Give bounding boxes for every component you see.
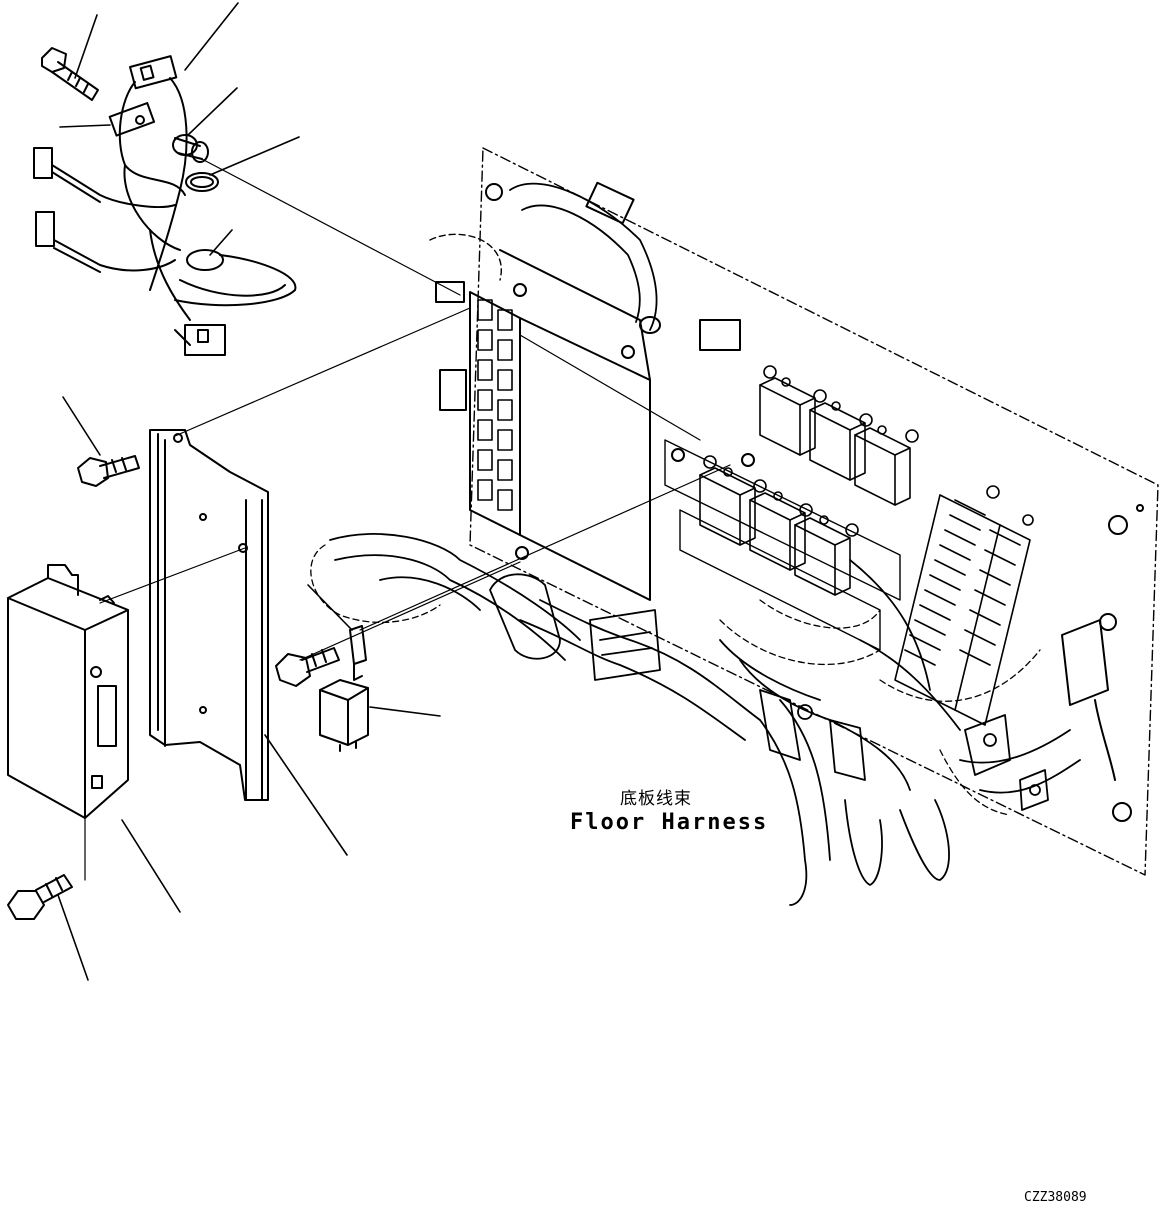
leader-lines <box>58 3 440 980</box>
controller-box <box>8 565 128 818</box>
floor-harness-label-cn: 底板线束 <box>620 789 692 809</box>
bolt-bottom-icon <box>8 875 72 919</box>
relay-panel <box>311 148 1158 905</box>
bolt-left-icon <box>78 456 139 486</box>
bolt-middle-icon <box>276 648 339 686</box>
sub-harness <box>34 48 295 355</box>
bolt-top-icon <box>42 48 98 100</box>
floor-harness-label-en: Floor Harness <box>570 810 769 835</box>
relay <box>320 680 368 751</box>
drawing-code: CZZ38089 <box>1024 1190 1087 1205</box>
bracket-plate <box>150 430 268 800</box>
small-bracket <box>350 626 366 680</box>
